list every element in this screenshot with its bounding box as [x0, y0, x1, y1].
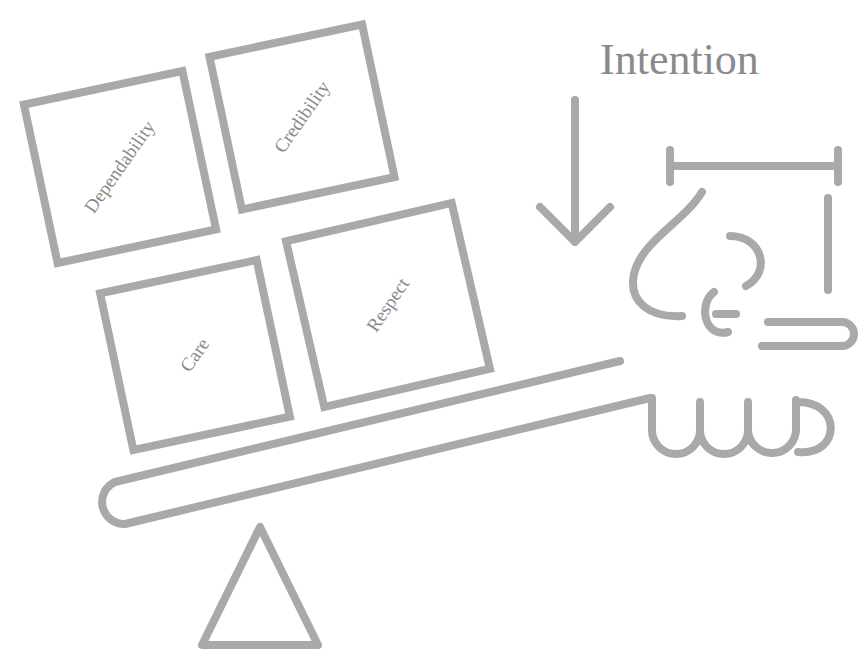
value-box: Credibility [205, 20, 400, 215]
value-text: Care [176, 334, 215, 376]
value-text: Credibility [269, 77, 334, 157]
arrow-label: Intention [600, 34, 759, 85]
value-text: Dependability [80, 117, 160, 218]
value-box: Respect [281, 198, 494, 411]
down-arrow [540, 100, 610, 242]
value-box: Care [95, 255, 294, 454]
value-box: Dependability [19, 66, 221, 268]
fulcrum-triangle [202, 527, 318, 645]
value-text: Respect [362, 274, 414, 336]
fist-icon [633, 150, 854, 454]
seesaw-plank [102, 361, 650, 524]
